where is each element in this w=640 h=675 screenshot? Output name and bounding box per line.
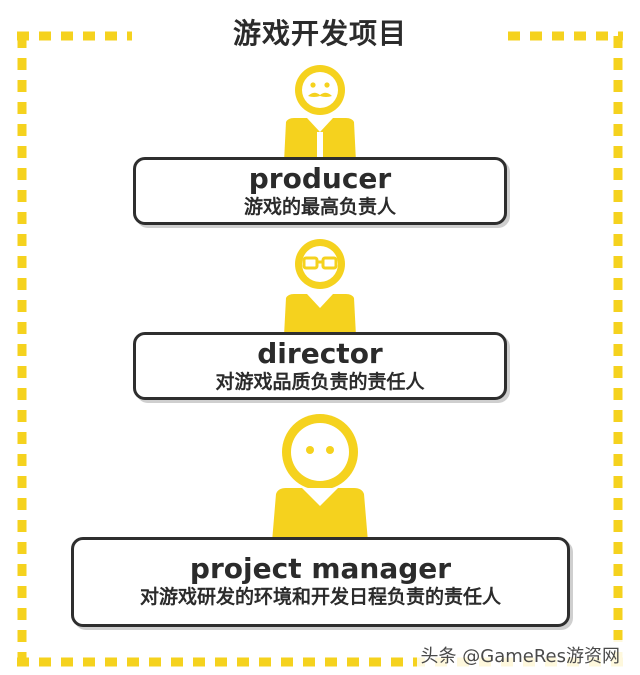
producer-card: producer 游戏的最高负责人 [133,157,507,225]
mustache-face-icon [295,65,345,115]
director-role-description: 对游戏品质负责的责任人 [215,371,425,393]
director-role-name: director [257,337,383,370]
producer-role-name: producer [248,162,392,195]
director-body [284,294,356,336]
producer-role-description: 游戏的最高负责人 [243,196,396,218]
project-manager-body [272,488,368,542]
watermark-text: 头条 @GameRes游资网 [416,640,624,670]
producer-figure [284,65,356,162]
project-manager-role-name: project manager [189,552,452,585]
director-card: director 对游戏品质负责的责任人 [133,332,507,400]
plain-face-icon [282,414,358,490]
page-title: 游戏开发项目 [232,17,407,50]
director-figure [284,239,356,336]
glasses-face-icon [295,239,345,289]
project-manager-card: project manager 对游戏研发的环境和开发日程负责的责任人 [71,537,570,627]
project-manager-figure [272,414,368,542]
producer-body [284,118,356,162]
project-manager-role-description: 对游戏研发的环境和开发日程负责的责任人 [139,586,501,608]
